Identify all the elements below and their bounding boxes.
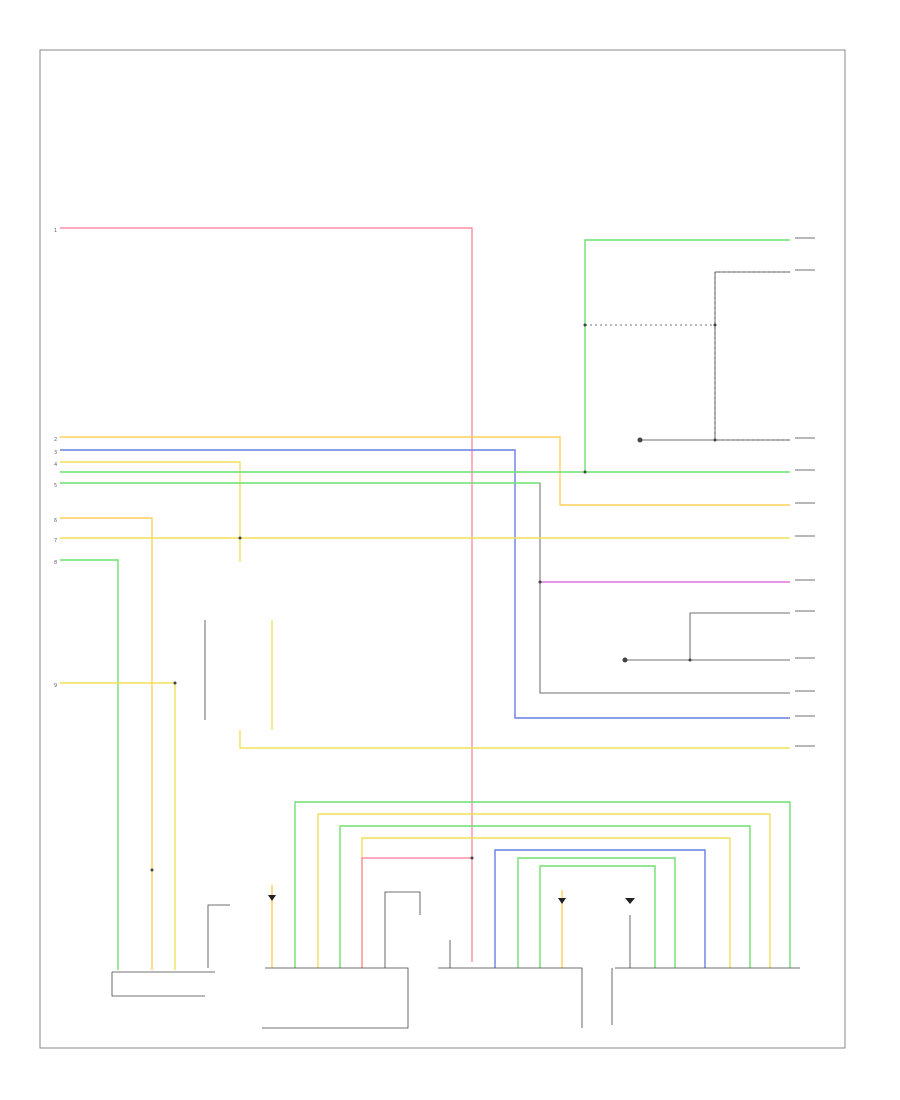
pin-label: 2 (54, 437, 57, 443)
wire-green-2 (60, 482, 790, 694)
wire-gray-upper-solid (640, 271, 790, 441)
left-pin-numbers: 1 2 3 4 5 6 7 8 9 (54, 228, 57, 689)
wire-yellow-1 (60, 461, 241, 562)
pin-label: 5 (54, 483, 57, 489)
wire-red-main (60, 227, 473, 962)
connector-boxes (111, 967, 800, 1029)
bus-green-3 (517, 857, 676, 968)
junction-dots (150, 323, 717, 872)
pin-label: 6 (54, 518, 57, 524)
pin-label: 9 (54, 683, 57, 689)
pin-label: 1 (54, 228, 57, 234)
wire-gray-upper (585, 271, 790, 441)
wire-orange-2 (60, 517, 153, 970)
wire-green-short (60, 559, 119, 970)
diagram-frame (39, 49, 846, 1049)
bus-green-1 (294, 801, 791, 968)
right-connector-ticks (795, 237, 815, 747)
pin-label: 8 (54, 560, 57, 566)
wire-yellow-4 (239, 730, 790, 749)
pin-label: 4 (54, 462, 57, 468)
bus-yellow-1 (317, 813, 771, 968)
bus-gray-3 (207, 904, 230, 968)
pin-label: 3 (54, 450, 57, 456)
wire-gray-lower (625, 612, 790, 661)
wire-blue (60, 449, 790, 719)
bus-green-2 (339, 825, 751, 968)
bus-blue (494, 849, 706, 968)
ground-symbols (268, 895, 635, 904)
bus-gray (384, 891, 451, 968)
bus-red (361, 857, 472, 968)
bus-green-4 (539, 865, 656, 968)
wire-orange-top (60, 436, 790, 506)
wire-green-upper (584, 239, 790, 472)
pin-label: 7 (54, 538, 57, 544)
